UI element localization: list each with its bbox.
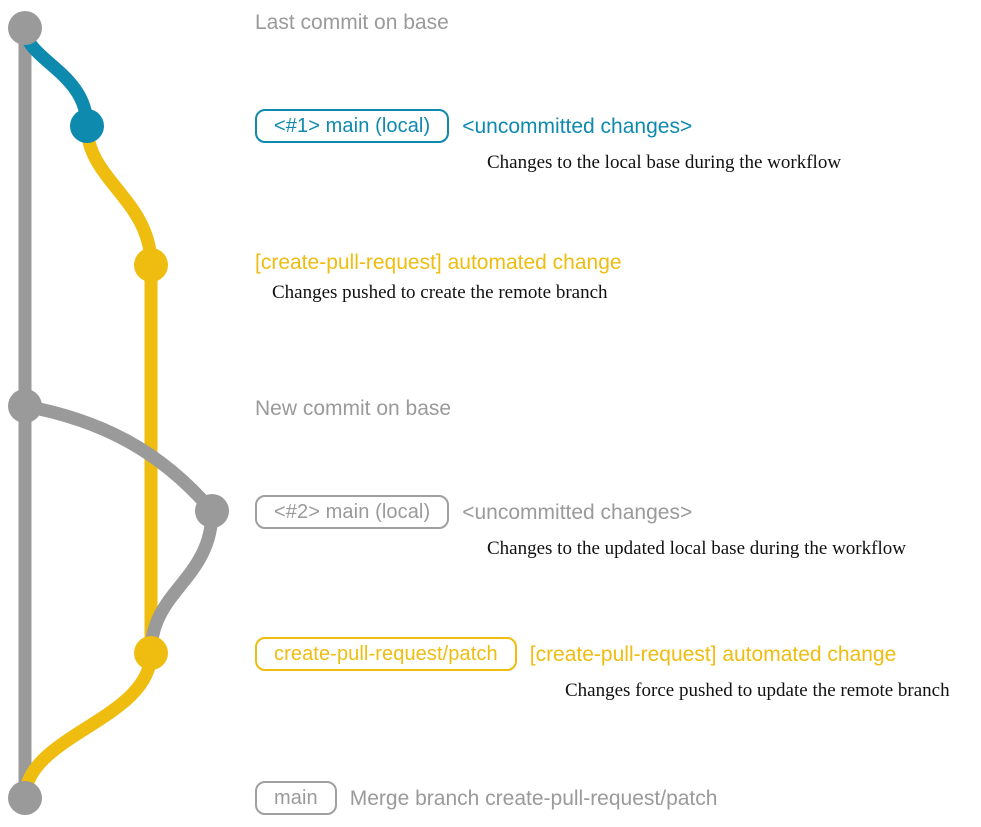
local-rebase-line-gray bbox=[144, 504, 219, 660]
commit-node-local-2[interactable] bbox=[195, 494, 229, 528]
commit-node-base-last[interactable] bbox=[8, 11, 42, 45]
local-branch-line-gray bbox=[18, 399, 219, 518]
branch-badge-main-local-2[interactable]: <#2> main (local) bbox=[255, 495, 450, 529]
patch-branch-line-start bbox=[80, 119, 158, 272]
commit-row-main: [create-pull-request] automated change bbox=[255, 252, 622, 273]
commit-node-patch-update[interactable] bbox=[134, 636, 168, 670]
commit-subject: [create-pull-request] automated change bbox=[529, 642, 897, 666]
commit-row-merge-commit: main Merge branch create-pull-request/pa… bbox=[255, 781, 717, 815]
commit-subject: New commit on base bbox=[255, 397, 452, 420]
branch-graph-svg bbox=[8, 11, 229, 815]
commit-subject: <uncommitted changes> bbox=[462, 114, 693, 138]
commit-subject: <uncommitted changes> bbox=[462, 500, 693, 524]
patch-merge-line bbox=[18, 646, 158, 805]
commit-note: Changes pushed to create the remote bran… bbox=[272, 282, 608, 303]
commit-subject: Merge branch create-pull-request/patch bbox=[349, 786, 718, 810]
commit-node-local-1[interactable] bbox=[70, 109, 104, 143]
commit-row-main: create-pull-request/patch [create-pull-r… bbox=[255, 637, 896, 671]
commit-subject: [create-pull-request] automated change bbox=[255, 251, 622, 274]
commit-note: Changes to the local base during the wor… bbox=[487, 152, 842, 173]
commit-row-new-commit-on-base: New commit on base bbox=[255, 398, 451, 419]
commit-note: Changes force pushed to update the remot… bbox=[565, 680, 950, 701]
commit-row-main: Last commit on base bbox=[255, 12, 449, 33]
branch-badge-main-local-1[interactable]: <#1> main (local) bbox=[255, 109, 450, 143]
commit-row-last-commit-on-base: Last commit on base bbox=[255, 12, 449, 33]
commit-node-base-new[interactable] bbox=[8, 389, 42, 423]
commit-node-patch-create[interactable] bbox=[134, 248, 168, 282]
commit-row-main: New commit on base bbox=[255, 398, 451, 419]
commit-note: Changes to the updated local base during… bbox=[487, 538, 906, 559]
commit-row-main: <#2> main (local) <uncommitted changes> bbox=[255, 495, 692, 529]
commit-node-base-merge[interactable] bbox=[8, 781, 42, 815]
commit-subject: Last commit on base bbox=[255, 11, 449, 34]
commit-row-automated-change-update: create-pull-request/patch [create-pull-r… bbox=[255, 637, 950, 702]
commit-row-automated-change-create: [create-pull-request] automated change C… bbox=[255, 252, 622, 304]
commit-row-main: <#1> main (local) <uncommitted changes> bbox=[255, 109, 692, 143]
commit-row-local-change-2: <#2> main (local) <uncommitted changes> … bbox=[255, 495, 906, 560]
branch-badge-main[interactable]: main bbox=[255, 781, 337, 815]
local-branch-line-blue bbox=[18, 21, 94, 133]
commit-row-main: main Merge branch create-pull-request/pa… bbox=[255, 781, 717, 815]
commit-row-local-change-1: <#1> main (local) <uncommitted changes> … bbox=[255, 109, 841, 174]
branch-badge-create-pull-request-patch[interactable]: create-pull-request/patch bbox=[255, 637, 517, 671]
